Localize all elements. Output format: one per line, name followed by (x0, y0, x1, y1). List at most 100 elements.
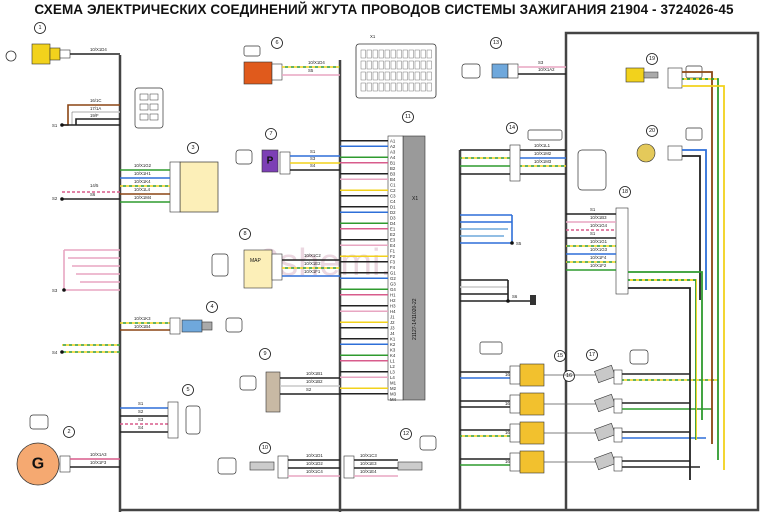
ecu-pin-label: B1 (390, 160, 396, 165)
svg-text:S4: S4 (52, 350, 58, 355)
spark-plug (594, 393, 616, 413)
svg-text:S6: S6 (90, 192, 96, 197)
ecu-pin-label: E3 (390, 237, 396, 242)
svg-text:16: 16 (505, 459, 510, 464)
x1-pin-cavity (402, 49, 408, 59)
svg-text:11: 11 (405, 114, 411, 120)
component-12: 10/X1C3 10/X1E3 10/X1E4 (343, 435, 437, 479)
svg-text:2: 2 (67, 429, 70, 435)
svg-text:1: 1 (38, 25, 41, 31)
svg-text:10: 10 (262, 445, 268, 451)
ecu-pin-label: K1 (390, 336, 396, 341)
coil-connector (509, 365, 521, 385)
ecu-pin-label: H1 (390, 292, 396, 297)
component-17-spark-plugs (594, 349, 718, 472)
ecu-pin-label: F2 (390, 254, 396, 259)
x1-pin-cavity (414, 82, 420, 92)
component-1: 10/X1D4 (5, 43, 120, 65)
component-20 (636, 127, 703, 163)
svg-text:19/F: 19/F (90, 113, 99, 118)
connector-x1-face: X1 (355, 34, 437, 99)
x1-pin-cavity (390, 71, 396, 81)
svg-text:S1: S1 (590, 207, 596, 212)
ecu-pin-label: C1 (390, 182, 396, 187)
ecu-pin-label: J2 (390, 320, 395, 325)
splice-s5-group (460, 214, 514, 245)
ecu-pin-label: J4 (390, 331, 395, 336)
x1-pin-cavity (408, 71, 414, 81)
component-3: 10/X1G2 10/X1H1 10/X1K4 10/X1L4 10/X1M4 (120, 87, 219, 213)
svg-text:S2: S2 (52, 196, 58, 201)
svg-text:S3: S3 (138, 417, 144, 422)
ecu-pin-label: D2 (390, 210, 396, 215)
component-7: P S1 S3 S4 (235, 149, 340, 175)
component-4: 10/X1K3 10/X1B4 (120, 316, 243, 335)
svg-text:P: P (267, 156, 274, 167)
svg-text:13: 13 (493, 40, 499, 46)
svg-text:19: 19 (649, 56, 655, 62)
component-8-map-sensor: MAP 10/X1C2 10/X1E2 10/X1F1 (211, 249, 340, 289)
x1-pin-cavity (360, 71, 366, 81)
ecu-pin-label: G4 (390, 287, 396, 292)
ecu-pin-label: B2 (390, 166, 396, 171)
ecu-pin-label: C4 (390, 199, 396, 204)
ecu-pin-label: L3 (390, 369, 395, 374)
svg-text:10/X1K3: 10/X1K3 (134, 316, 151, 321)
component-14: 10/X1L1 10/X1M2 10/X1M3 (460, 129, 566, 182)
x1-pin-cavity (408, 82, 414, 92)
splice-s5-label: S5 (516, 241, 522, 246)
svg-text:10/X1K4: 10/X1K4 (134, 179, 151, 184)
svg-text:10/X1M4: 10/X1M4 (134, 195, 152, 200)
svg-text:10/X1D1: 10/X1D1 (306, 453, 323, 458)
svg-text:16: 16 (505, 401, 510, 406)
svg-text:10/X1D4: 10/X1D4 (90, 47, 107, 52)
x1-pin-cavity (384, 82, 390, 92)
ecu-pin-label: M1 (390, 380, 397, 385)
ecu-pin-label: F4 (390, 265, 396, 270)
ecu-pin-label: E2 (390, 232, 396, 237)
svg-text:S2: S2 (138, 409, 144, 414)
x1-pin-cavity (360, 49, 366, 59)
svg-text:7: 7 (269, 131, 272, 137)
x1-pin-cavity (390, 49, 396, 59)
ignition-coil (519, 363, 545, 387)
svg-text:21127-1411020-22: 21127-1411020-22 (412, 298, 418, 340)
svg-text:10/X1G3: 10/X1G3 (590, 247, 608, 252)
main-harness (118, 31, 760, 512)
svg-text:10/X1G1: 10/X1G1 (590, 239, 608, 244)
ignition-coil (519, 421, 545, 445)
svg-text:S3: S3 (538, 60, 544, 65)
x1-pin-cavity (372, 60, 378, 70)
ecu-pin-label: B3 (390, 171, 396, 176)
x1-pin-cavity (402, 60, 408, 70)
component-5: S1 S2 S3 S4 (120, 401, 201, 439)
svg-text:S4: S4 (310, 163, 316, 168)
x1-pin-cavity (366, 71, 372, 81)
ecu-pin-label: H4 (390, 309, 396, 314)
splice-s6-group (460, 279, 536, 305)
plug-connector (613, 369, 623, 385)
ecu-pin-label: K2 (390, 342, 396, 347)
svg-text:S4: S4 (138, 425, 144, 430)
x1-pin-cavity (390, 82, 396, 92)
svg-text:10/X1E2: 10/X1E2 (304, 261, 321, 266)
svg-text:10/X1L1: 10/X1L1 (534, 143, 551, 148)
ecu-pin-label: D4 (390, 221, 396, 226)
ignition-coil (519, 392, 545, 416)
svg-text:10/X1L4: 10/X1L4 (134, 187, 151, 192)
x1-pin-cavity (366, 60, 372, 70)
splice-s3-group (62, 249, 120, 292)
ecu-pin-label: E4 (390, 243, 396, 248)
x1-pin-cavity (414, 71, 420, 81)
svg-text:17: 17 (589, 352, 595, 358)
coil-connector (509, 452, 521, 472)
x1-pin-cavity (390, 60, 396, 70)
splice-s1-group: S1 16/1C 17/1A 19/F (52, 98, 120, 128)
svg-text:3: 3 (191, 145, 194, 151)
ecu-pin-label: J1 (390, 314, 395, 319)
svg-text:6: 6 (275, 40, 278, 46)
x1-pin-cavity (360, 82, 366, 92)
svg-text:10/X1M3: 10/X1M3 (534, 159, 552, 164)
svg-text:12: 12 (403, 431, 409, 437)
ecu-pin-label: K4 (390, 353, 396, 358)
